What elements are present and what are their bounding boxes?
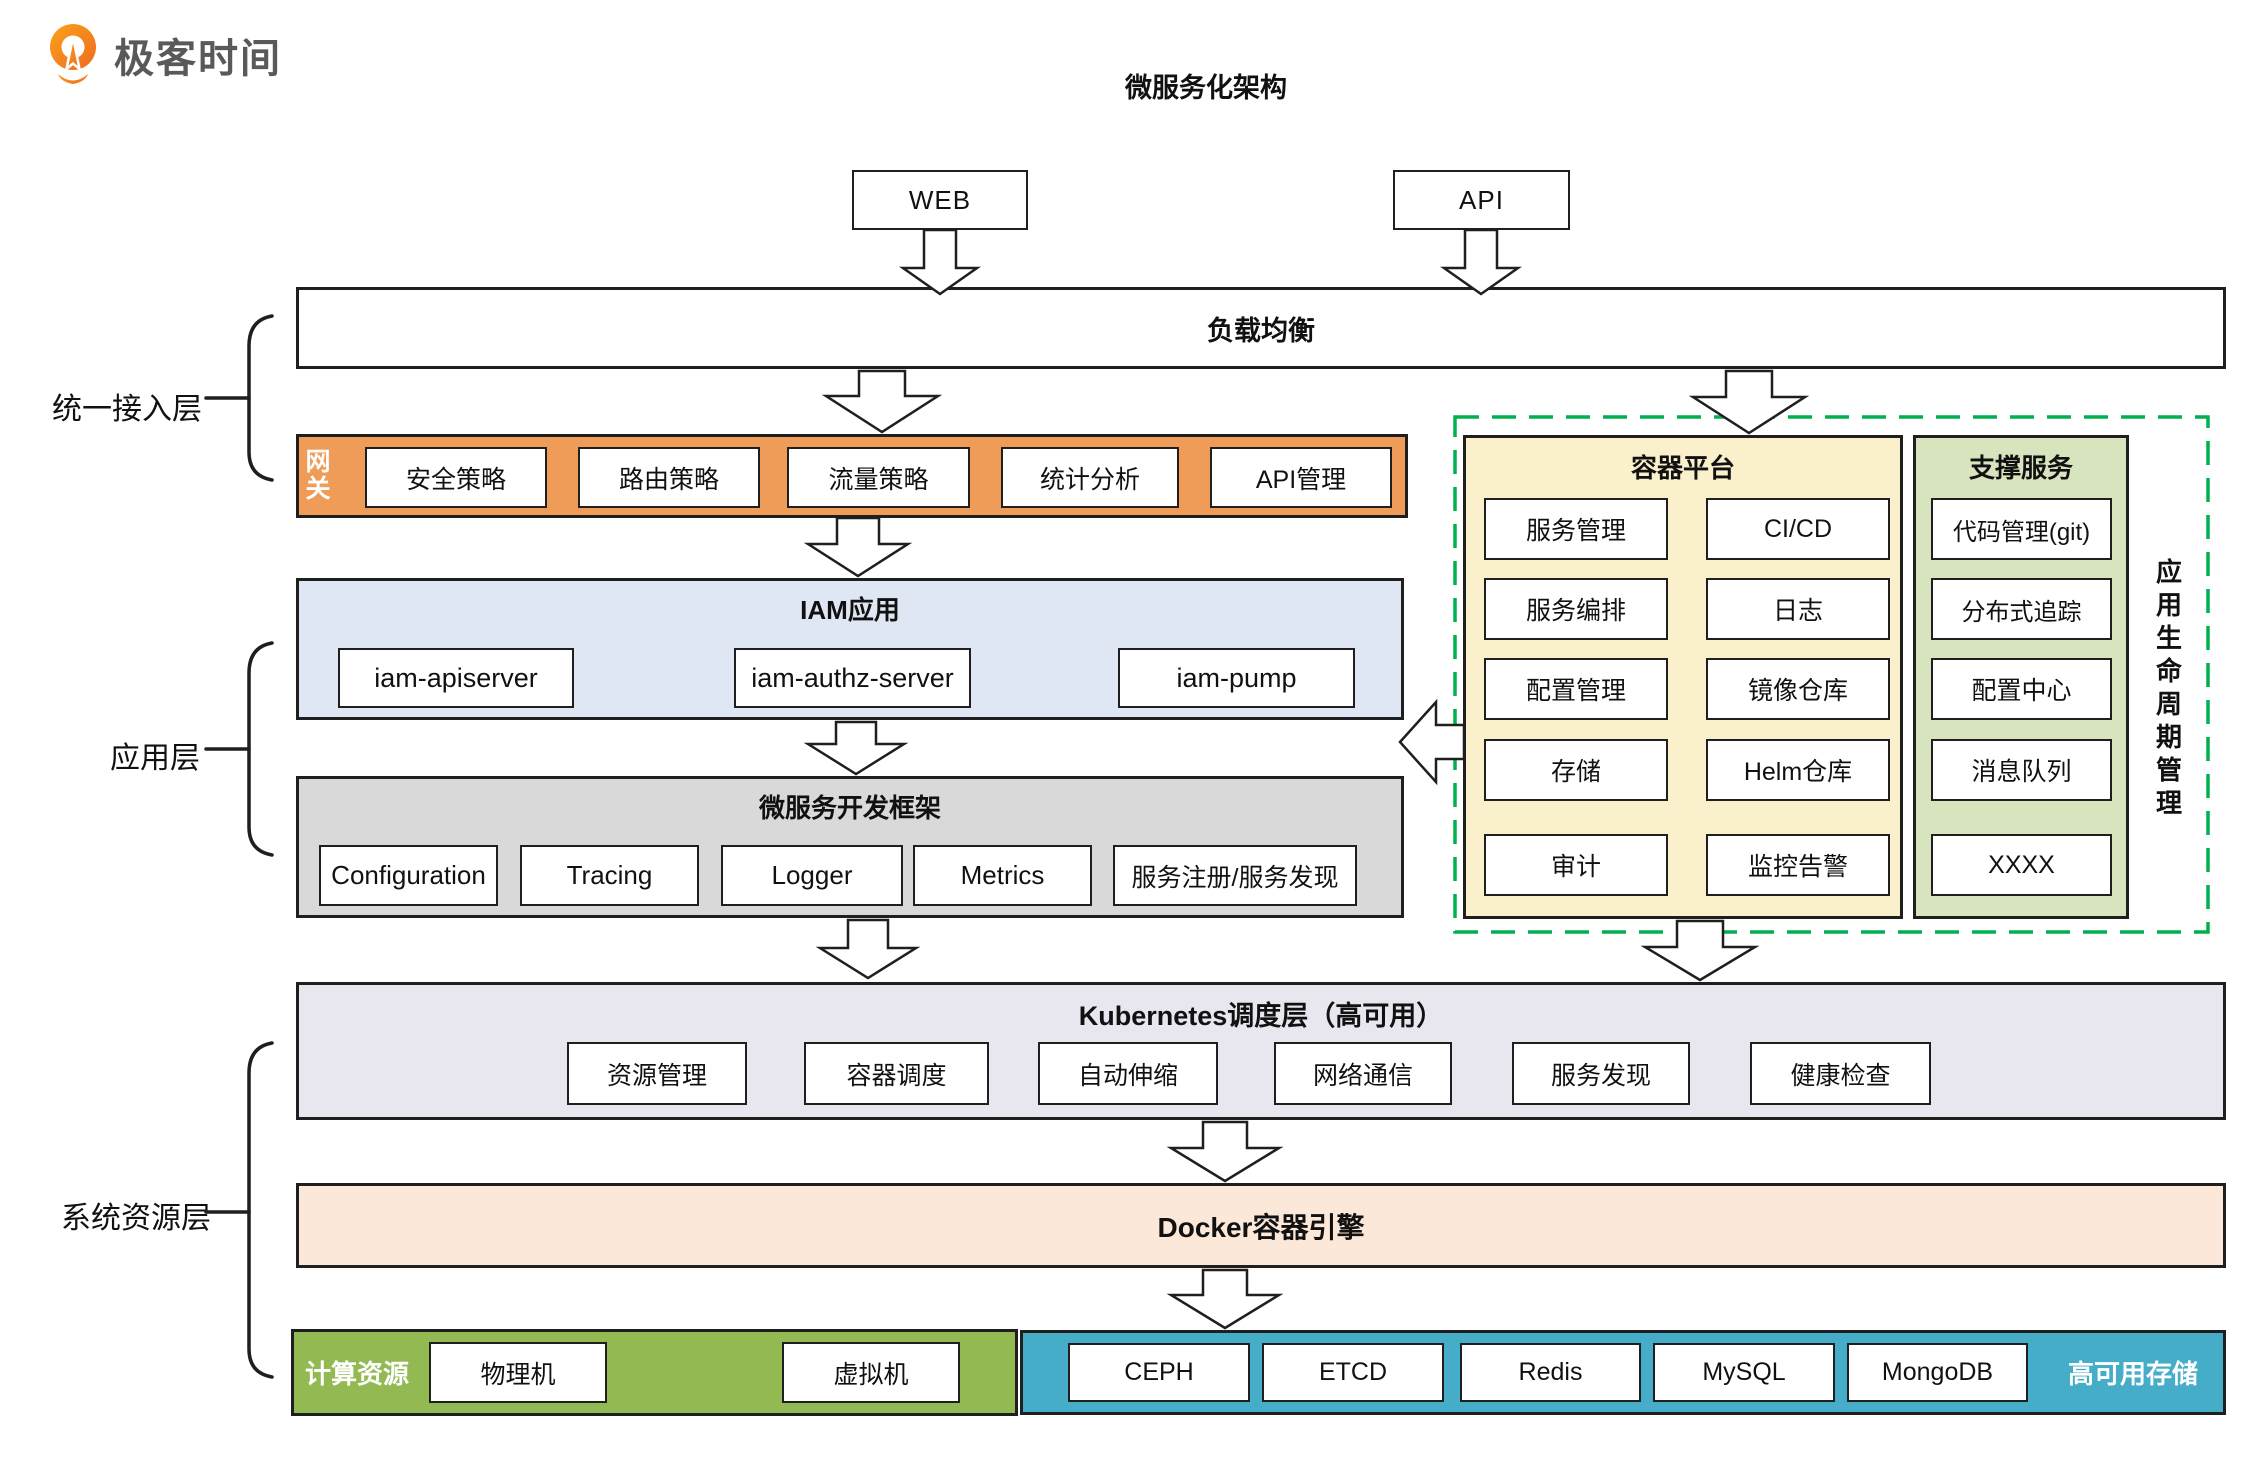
platform-item: 服务编排 (1484, 578, 1668, 640)
platform-item: 存储 (1484, 739, 1668, 801)
support-item: 分布式追踪 (1931, 578, 2112, 640)
lifecycle-side-label: 应用生命周期管理 (2152, 558, 2183, 822)
compute-label: 计算资源 (304, 1359, 409, 1389)
iam-item: iam-authz-server (734, 648, 971, 708)
storage-item: Redis (1460, 1343, 1641, 1402)
iam-item: iam-apiserver (338, 648, 574, 708)
logo: 极客时间 (44, 22, 282, 88)
support-services-title: 支撑服务 (1968, 453, 2073, 483)
iam-title: IAM应用 (800, 595, 900, 625)
platform-item: Helm仓库 (1706, 739, 1890, 801)
platform-item: 审计 (1484, 834, 1668, 896)
gateway-label: 网关 (305, 448, 331, 503)
api-client-box: API (1393, 170, 1570, 230)
framework-item: Metrics (913, 845, 1092, 906)
application-layer-brace (247, 641, 274, 857)
platform-item: 服务管理 (1484, 498, 1668, 560)
kubernetes-item: 网络通信 (1274, 1042, 1452, 1105)
system-layer-brace (247, 1041, 274, 1379)
support-item: 消息队列 (1931, 739, 2112, 801)
arrow-docker-to-resources (1166, 1268, 1284, 1330)
load-balancer-bar: 负载均衡 (296, 287, 2226, 369)
gateway-item: 路由策略 (578, 447, 760, 508)
kubernetes-item: 容器调度 (804, 1042, 989, 1105)
logo-text: 极客时间 (114, 37, 282, 81)
layer-label-system: 系统资源层 (61, 1202, 211, 1235)
arrow-iam-to-framework (803, 720, 909, 776)
arrow-lb-to-platform (1688, 369, 1810, 435)
platform-item: 监控告警 (1706, 834, 1890, 896)
gateway-item: API管理 (1210, 447, 1392, 508)
gateway-item: 安全策略 (365, 447, 547, 508)
arrow-gateway-to-iam (803, 516, 913, 578)
layer-label-access: 统一接入层 (52, 393, 202, 426)
platform-item: 配置管理 (1484, 658, 1668, 720)
kubernetes-item: 自动伸缩 (1038, 1042, 1218, 1105)
arrow-lb-to-gateway (821, 369, 943, 434)
access-layer-brace (247, 314, 274, 482)
storage-label: 高可用存储 (2067, 1359, 2198, 1389)
arrow-api-to-lb (1440, 228, 1522, 296)
arrow-web-to-lb (899, 228, 981, 296)
gateway-item: 流量策略 (787, 447, 970, 508)
framework-item: 服务注册/服务发现 (1113, 845, 1357, 906)
support-item: 代码管理(git) (1931, 498, 2112, 560)
framework-title: 微服务开发框架 (758, 793, 941, 823)
arrow-k8s-to-docker (1166, 1120, 1284, 1183)
kubernetes-item: 资源管理 (567, 1042, 747, 1105)
compute-item: 虚拟机 (782, 1342, 960, 1403)
kubernetes-item: 服务发现 (1512, 1042, 1690, 1105)
platform-item: CI/CD (1706, 498, 1890, 560)
docker-bar: Docker容器引擎 (296, 1183, 2226, 1268)
storage-item: MySQL (1653, 1343, 1835, 1402)
geektime-logo-icon (50, 24, 96, 84)
kubernetes-item: 健康检查 (1750, 1042, 1931, 1105)
compute-item: 物理机 (429, 1342, 607, 1403)
arrow-platform-to-k8s (1640, 919, 1760, 982)
storage-item: CEPH (1068, 1343, 1250, 1402)
platform-item: 日志 (1706, 578, 1890, 640)
framework-item: Logger (721, 845, 903, 906)
platform-item: 镜像仓库 (1706, 658, 1890, 720)
arrow-platform-to-iam (1398, 698, 1466, 786)
storage-item: MongoDB (1847, 1343, 2028, 1402)
gateway-item: 统计分析 (1001, 447, 1179, 508)
kubernetes-title: Kubernetes调度层（高可用） (1078, 1001, 1444, 1031)
layer-label-application: 应用层 (110, 742, 200, 775)
framework-item: Configuration (319, 845, 498, 906)
arrow-framework-to-k8s (815, 918, 921, 980)
web-client-box: WEB (852, 170, 1028, 230)
framework-item: Tracing (520, 845, 699, 906)
diagram-title: 微服务化架构 (1125, 73, 1287, 103)
container-platform-title: 容器平台 (1630, 453, 1735, 483)
storage-item: ETCD (1262, 1343, 1444, 1402)
support-item: XXXX (1931, 834, 2112, 896)
support-item: 配置中心 (1931, 658, 2112, 720)
iam-item: iam-pump (1118, 648, 1355, 708)
